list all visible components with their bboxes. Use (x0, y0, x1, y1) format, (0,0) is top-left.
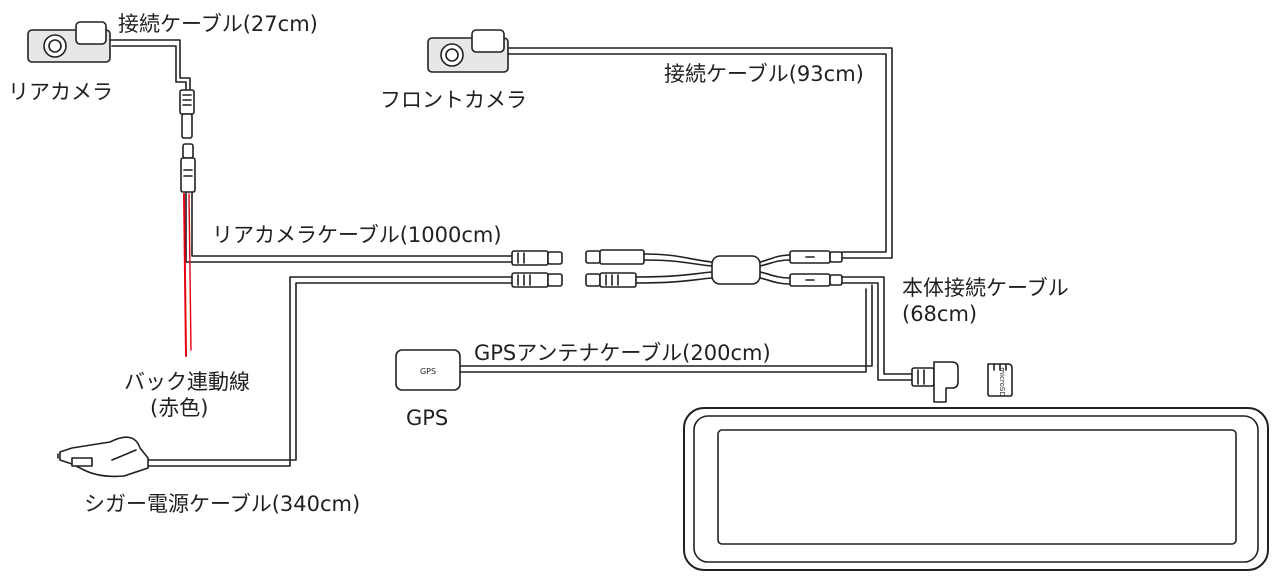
cigar-cable-label: シガー電源ケーブル(340cm) (84, 492, 361, 516)
main-connect-cable-label: 本体接続ケーブル (902, 276, 1069, 300)
gps-antenna-module (395, 349, 461, 391)
gps-cable-label: GPSアンテナケーブル(200cm) (474, 341, 771, 365)
back-signal-wire-color: (赤色) (150, 396, 209, 420)
hub-power-connector (585, 272, 637, 288)
microsd-card-icon (987, 363, 1013, 397)
rear-connect-cable-27cm (109, 39, 195, 139)
hub-wires (635, 253, 791, 285)
rear-camera-cable-label: リアカメラケーブル(1000cm) (212, 223, 502, 247)
gps-module-text: GPS (420, 367, 436, 376)
cigar-plug-icon (57, 436, 149, 478)
rear-camera-cable-1000cm (185, 191, 513, 263)
hub-front-camera-connector (789, 250, 843, 264)
rear-camera-icon (27, 21, 111, 63)
main-connect-cable-length: (68cm) (902, 302, 978, 326)
rear-camera-label: リアカメラ (8, 80, 113, 104)
power-female-connector (511, 272, 563, 288)
front-connect-cable-label: 接続ケーブル(93cm) (664, 62, 864, 86)
back-signal-wire-label: バック連動線 (124, 370, 250, 394)
main-connect-cable-68cm (841, 276, 913, 381)
main-unit-l-plug (911, 361, 959, 403)
cigar-power-cable-340cm (147, 276, 513, 467)
front-connect-cable-93cm (507, 47, 893, 259)
mirror-monitor (683, 407, 1269, 571)
hub-rear-camera-connector (585, 249, 645, 265)
rear-camera-cable-plug (180, 143, 196, 193)
rear-connect-cable-label: 接続ケーブル(27cm) (118, 12, 318, 36)
gps-label: GPS (406, 406, 449, 430)
front-camera-label: フロントカメラ (380, 88, 527, 112)
hub-junction-box (711, 255, 761, 285)
back-signal-red-wire (183, 193, 192, 357)
front-camera-icon (427, 29, 509, 73)
rear-camera-female-connector (511, 250, 563, 266)
gps-antenna-cable-200cm (459, 284, 873, 373)
microsd-label: microSD (998, 367, 1006, 396)
hub-main-unit-connector (789, 273, 843, 287)
